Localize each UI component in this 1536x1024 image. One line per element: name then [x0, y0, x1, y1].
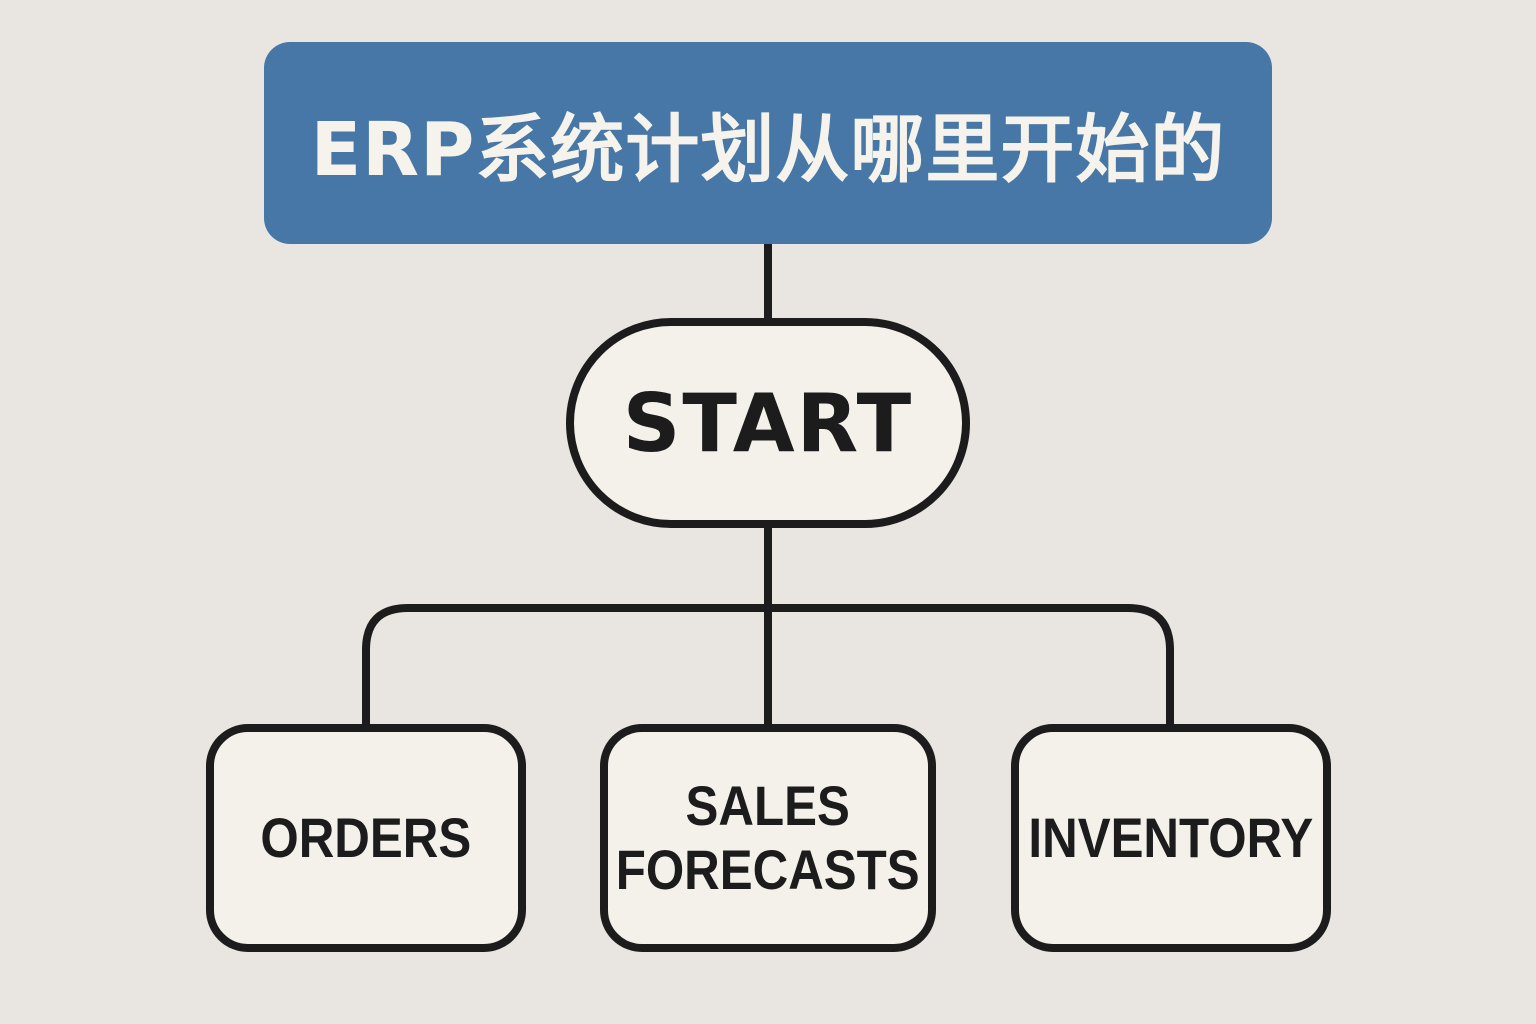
title-banner: ERP系统计划从哪里开始的: [264, 42, 1272, 244]
inventory-node: INVENTORY: [1011, 724, 1331, 952]
orders-node: ORDERS: [206, 724, 526, 952]
diagram-title: ERP系统计划从哪里开始的: [310, 106, 1226, 193]
sales-forecasts-label-line-1: SALES: [685, 773, 851, 837]
orders-node-label: ORDERS: [260, 805, 472, 869]
inventory-node-label: INVENTORY: [1028, 805, 1314, 869]
start-node: START: [566, 318, 970, 528]
edge-branch-inventory: [768, 604, 1174, 726]
sales-forecasts-label-line-2: FORECASTS: [616, 838, 920, 901]
edge-branch-orders: [362, 604, 768, 726]
sales-forecasts-node: SALES FORECASTS: [600, 724, 936, 952]
start-node-label: START: [622, 376, 914, 470]
